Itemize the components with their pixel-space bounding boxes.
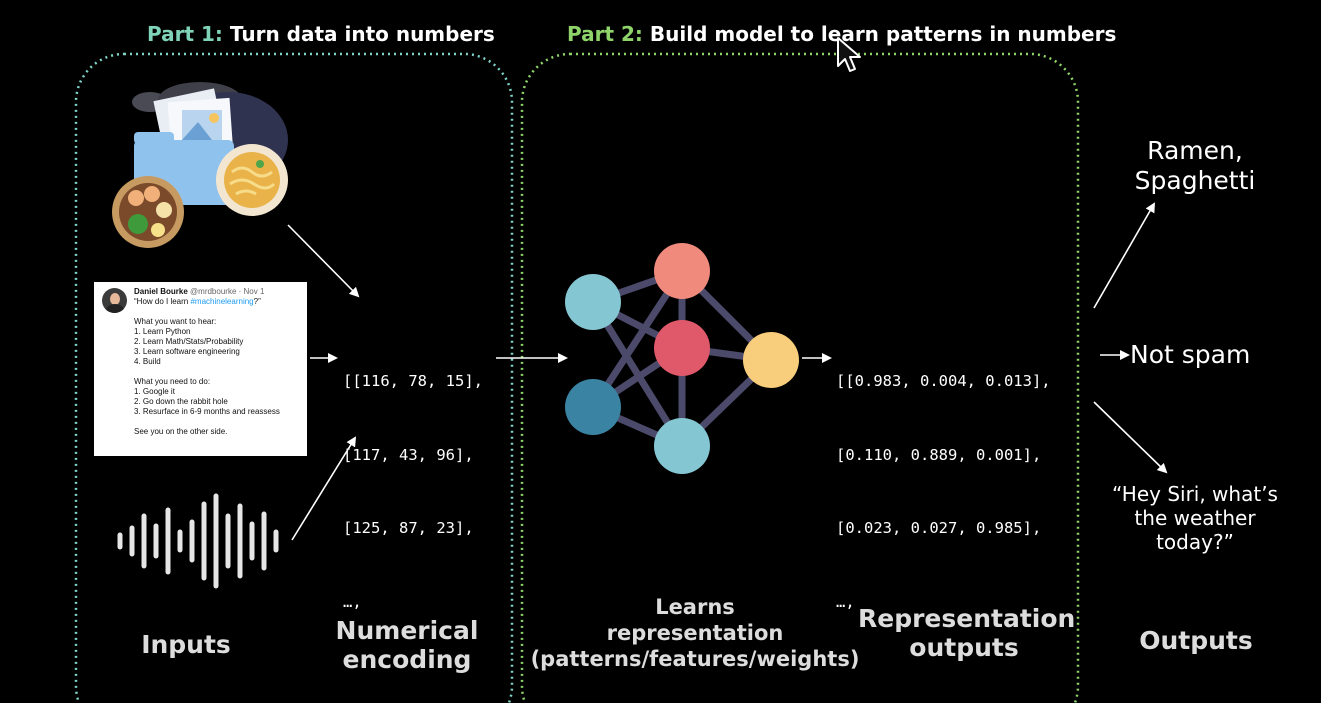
matrix-row: [125, 87, 23], <box>343 519 474 537</box>
output-food: Ramen, Spaghetti <box>1134 136 1256 195</box>
matrix-row: …, <box>836 592 855 611</box>
tweet-card: Daniel Bourke @mrdbourke · Nov 1 “How do… <box>94 282 307 456</box>
neural-network-diagram <box>565 243 799 474</box>
label-inputs: Inputs <box>141 630 231 659</box>
tweet-want-heading: What you want to hear: <box>134 317 217 326</box>
part2-border <box>520 52 1080 703</box>
part2-text: Build model to learn patterns in numbers <box>649 22 1117 46</box>
part1-title: Part 1: Turn data into numbers <box>147 22 495 46</box>
arrow-to-food-output <box>1093 202 1155 309</box>
numerical-matrix: [[116, 78, 15], [117, 43, 96], [125, 87,… <box>343 320 483 639</box>
matrix-row: [117, 43, 96], <box>343 445 474 464</box>
representation-matrix: [[0.983, 0.004, 0.013], [0.110, 0.889, 0… <box>836 320 1051 639</box>
matrix-row: [0.023, 0.027, 0.985], <box>836 519 1042 537</box>
output-spam: Not spam <box>1130 340 1251 369</box>
tweet-want-item: 4. Build <box>134 357 161 366</box>
hashtag-link[interactable]: #machinelearning <box>190 297 254 306</box>
output-siri: “Hey Siri, what’s the weather today?” <box>1112 482 1278 554</box>
food-images-icon <box>112 82 288 248</box>
input-node <box>565 379 621 435</box>
tweet-need-heading: What you need to do: <box>134 377 211 386</box>
arrow-audio-to-encoding <box>291 436 357 541</box>
tweet-need-item: 1. Google it <box>134 387 175 396</box>
tweet-want-item: 2. Learn Math/Stats/Probability <box>134 337 244 346</box>
hidden-node <box>654 320 710 376</box>
tweet-want-item: 1. Learn Python <box>134 327 191 336</box>
part2-prefix: Part 2: <box>567 22 643 46</box>
tweet-need-item: 2. Go down the rabbit hole <box>134 397 228 406</box>
hidden-node <box>654 418 710 474</box>
matrix-row: [[0.983, 0.004, 0.013], <box>836 372 1051 390</box>
matrix-row: [0.110, 0.889, 0.001], <box>836 445 1042 464</box>
audio-waveform-icon <box>117 493 279 589</box>
label-learns-representation: Learns representation (patterns/features… <box>530 595 860 671</box>
output-node <box>743 332 799 388</box>
mouse-cursor-icon <box>837 37 861 72</box>
tweet-need-item: 3. Resurface in 6-9 months and reassess <box>134 407 280 416</box>
tweet-author-name: Daniel Bourke <box>134 287 188 296</box>
tweet-question: “How do I learn #machinelearning?” <box>134 297 261 306</box>
avatar <box>102 288 127 313</box>
arrow-to-siri-output <box>1093 401 1168 474</box>
part1-text: Turn data into numbers <box>229 22 495 46</box>
input-node <box>565 274 621 330</box>
matrix-row: …, <box>343 592 362 611</box>
part1-prefix: Part 1: <box>147 22 223 46</box>
label-representation-outputs: Representation outputs <box>858 604 1076 662</box>
tweet-author-handle: @mrdbourke · Nov 1 <box>190 287 265 296</box>
part1-border <box>74 52 514 703</box>
tweet-want-item: 3. Learn software engineering <box>134 347 240 356</box>
label-numerical-encoding: Numerical encoding <box>335 616 479 674</box>
label-outputs: Outputs <box>1139 626 1253 655</box>
arrow-images-to-encoding <box>287 224 360 298</box>
part2-title: Part 2: Build model to learn patterns in… <box>567 22 1116 46</box>
tweet-signoff: See you on the other side. <box>134 427 228 436</box>
matrix-row: [[116, 78, 15], <box>343 372 483 390</box>
hidden-node <box>654 243 710 299</box>
